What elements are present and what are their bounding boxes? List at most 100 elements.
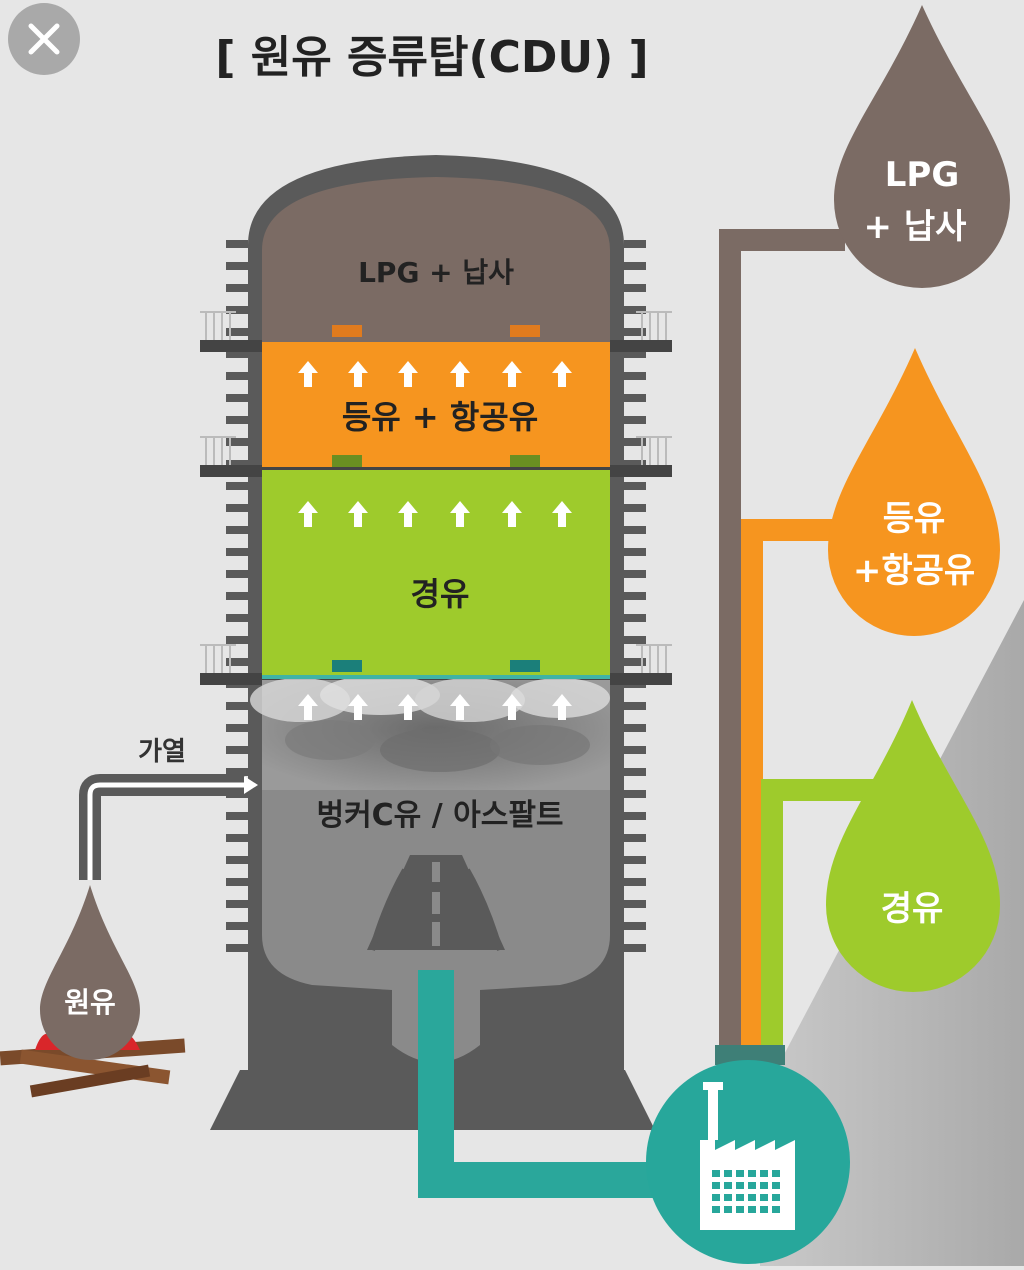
ladder-rung bbox=[624, 460, 646, 468]
up-arrow-icon bbox=[450, 361, 470, 387]
up-arrow-icon bbox=[450, 694, 470, 720]
drop-diesel-icon bbox=[826, 700, 1000, 992]
ladder-rung bbox=[624, 900, 646, 908]
up-arrow-icon bbox=[552, 694, 572, 720]
ladder-rung bbox=[624, 702, 646, 710]
layer-diesel bbox=[262, 470, 610, 675]
ladder-rung bbox=[226, 262, 248, 270]
up-arrow-icon bbox=[502, 501, 522, 527]
ladder-rung bbox=[226, 482, 248, 490]
ladder-rung bbox=[226, 350, 248, 358]
up-arrow-icon bbox=[552, 361, 572, 387]
tray-nozzles bbox=[332, 325, 540, 672]
ladder-rung bbox=[624, 878, 646, 886]
ladder-rung bbox=[624, 812, 646, 820]
ladder-rung bbox=[226, 658, 248, 666]
smoke-cloud bbox=[250, 675, 610, 790]
up-arrow-icon bbox=[502, 694, 522, 720]
ladder-rung bbox=[226, 614, 248, 622]
ladder-rung bbox=[624, 240, 646, 248]
ladder-rung bbox=[624, 834, 646, 842]
drop-lpg-icon bbox=[834, 5, 1010, 288]
vapor-arrows bbox=[298, 361, 572, 720]
ladder-rung bbox=[624, 768, 646, 776]
ladder-rung bbox=[624, 570, 646, 578]
drop-lpg-line1: LPG bbox=[885, 155, 960, 195]
ladder-rung bbox=[226, 548, 248, 556]
ladder-rung bbox=[624, 526, 646, 534]
bottom-pipe bbox=[418, 970, 665, 1198]
ladder-rung bbox=[624, 482, 646, 490]
layer-label-lpg: LPG + 납사 bbox=[358, 256, 514, 289]
ladder-rung bbox=[226, 746, 248, 754]
ladder-rung bbox=[624, 592, 646, 600]
ladder-rung bbox=[624, 504, 646, 512]
heat-label: 가열 bbox=[138, 737, 186, 767]
ladder-rung bbox=[226, 240, 248, 248]
drop-kerosene-icon bbox=[828, 348, 1000, 636]
ladder-rung bbox=[226, 394, 248, 402]
crude-label: 원유 bbox=[64, 986, 116, 1019]
up-arrow-icon bbox=[398, 361, 418, 387]
layer-divider bbox=[262, 675, 610, 679]
ladder-rung bbox=[226, 306, 248, 314]
ladder-rung bbox=[226, 570, 248, 578]
pipe-diesel bbox=[761, 779, 890, 1060]
ladder-rung bbox=[624, 284, 646, 292]
layer-label-diesel: 경유 bbox=[411, 575, 470, 613]
ladder-rung bbox=[226, 878, 248, 886]
ladder-rung bbox=[624, 614, 646, 622]
close-icon bbox=[28, 23, 60, 55]
ladder-rung bbox=[226, 812, 248, 820]
ladder-rung bbox=[624, 658, 646, 666]
ladder-rung bbox=[226, 944, 248, 952]
ladder-rung bbox=[226, 504, 248, 512]
up-arrow-icon bbox=[552, 501, 572, 527]
ladder-rung bbox=[624, 394, 646, 402]
ladder-rung bbox=[226, 636, 248, 644]
up-arrow-icon bbox=[398, 501, 418, 527]
page-title: [ 원유 증류탑(CDU) ] bbox=[215, 32, 648, 83]
ladder-rung bbox=[624, 372, 646, 380]
ladder-rung bbox=[624, 328, 646, 336]
drop-diesel-line1: 경유 bbox=[881, 889, 944, 929]
ladder-rung bbox=[624, 350, 646, 358]
ladder-left bbox=[226, 240, 248, 952]
ladder-rung bbox=[226, 460, 248, 468]
ladder-rung bbox=[624, 790, 646, 798]
up-arrow-icon bbox=[348, 694, 368, 720]
ladder-rung bbox=[226, 856, 248, 864]
layer-lpg bbox=[262, 177, 610, 342]
drop-lpg-line2: + 납사 bbox=[864, 207, 967, 247]
road-icon bbox=[367, 855, 505, 951]
layer-label-kerosene: 등유 + 항공유 bbox=[342, 398, 538, 436]
factory-icon bbox=[700, 1082, 795, 1230]
pipe-manifold bbox=[715, 1045, 785, 1065]
up-arrow-icon bbox=[348, 361, 368, 387]
feed-pipe bbox=[79, 774, 258, 880]
layer-label-bunker: 벙커C유 / 아스팔트 bbox=[316, 798, 563, 833]
feed-arrow-icon bbox=[244, 776, 258, 794]
up-arrow-icon bbox=[298, 694, 318, 720]
pipe-lpg bbox=[719, 229, 845, 1060]
layer-kerosene bbox=[262, 342, 610, 467]
drop-kerosene-line2: +항공유 bbox=[853, 551, 975, 591]
ladder-rung bbox=[624, 636, 646, 644]
ladder-rung bbox=[226, 768, 248, 776]
ladder-rung bbox=[624, 746, 646, 754]
ladder-rung bbox=[226, 328, 248, 336]
close-button[interactable] bbox=[8, 3, 80, 75]
ladder-rung bbox=[226, 438, 248, 446]
drop-kerosene-line1: 등유 bbox=[883, 499, 946, 539]
up-arrow-icon bbox=[348, 501, 368, 527]
ladder-rung bbox=[624, 724, 646, 732]
ladder-rung bbox=[624, 548, 646, 556]
ladder-rung bbox=[624, 306, 646, 314]
ladder-rung bbox=[226, 702, 248, 710]
ladder-rung bbox=[226, 922, 248, 930]
ladder-rung bbox=[226, 900, 248, 908]
ladder-rung bbox=[226, 372, 248, 380]
ladder-rung bbox=[226, 834, 248, 842]
